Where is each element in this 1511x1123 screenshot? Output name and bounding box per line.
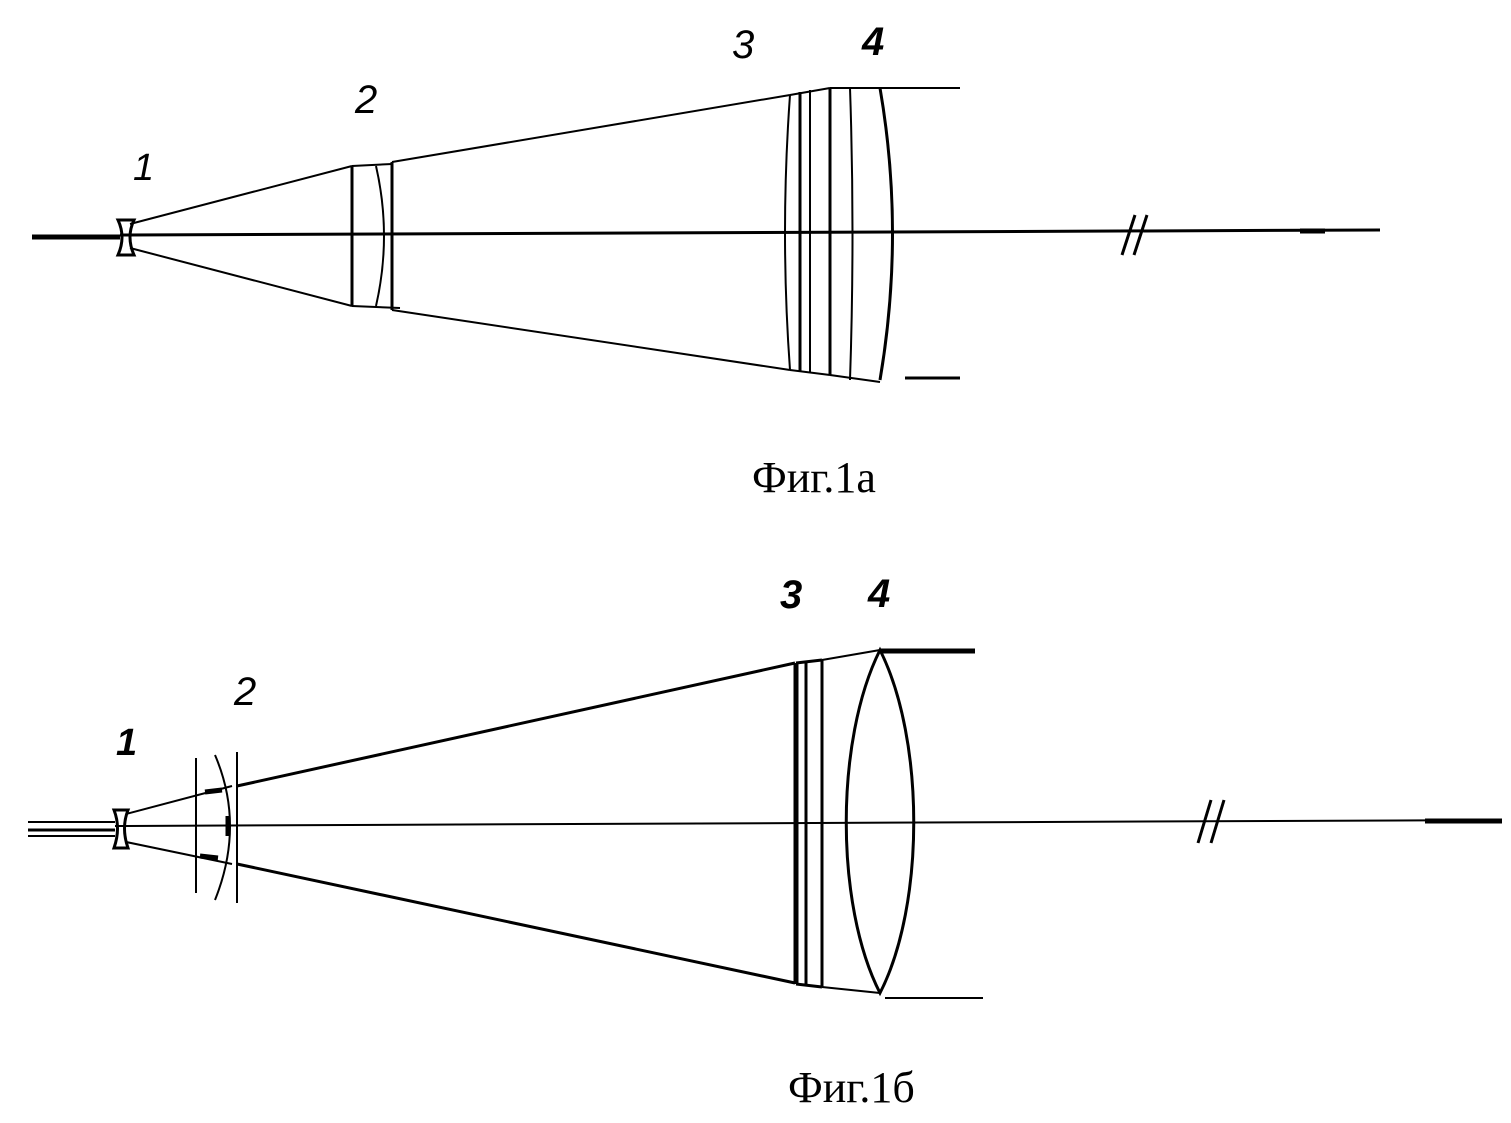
ray-bottom-1b-a — [126, 842, 232, 864]
axis-break-1a-b — [1134, 215, 1147, 255]
lens-2-plate-top-1a — [352, 164, 392, 166]
label-element-3-1b: 3 — [780, 573, 802, 617]
lens-4-left-1a — [850, 88, 853, 380]
label-element-4-1b: 4 — [867, 572, 890, 616]
ray-bottom-1a-a — [130, 248, 352, 306]
ray-top-1a-b — [392, 95, 790, 162]
lens-1-1b — [114, 810, 128, 848]
ray-top-1a-a — [130, 166, 352, 224]
lens-4-1b — [846, 650, 914, 993]
exit-ray-bottom-1b-a — [822, 987, 880, 993]
axis-break-1a-a — [1122, 215, 1135, 255]
caption-1b: Фиг.1б — [788, 1063, 915, 1112]
lens-3-top-1b — [796, 660, 822, 663]
lens-4-1a — [880, 88, 893, 380]
ray-top-1b-b — [237, 663, 795, 786]
caption-1a: Фиг.1а — [752, 453, 876, 502]
figure-1a: 1 2 3 4 Фиг.1а — [32, 20, 1380, 502]
lens-1-1a — [118, 220, 134, 255]
label-element-3-1a: 3 — [732, 23, 754, 67]
figure-1b: 1 2 3 4 Фиг.1б — [28, 572, 1502, 1112]
label-element-1-1b: 1 — [116, 722, 137, 764]
label-element-4-1a: 4 — [861, 20, 884, 64]
lens-2-mark-top-1b — [205, 790, 222, 792]
optical-axis-1a — [120, 230, 1380, 235]
label-element-2-1b: 2 — [233, 670, 256, 714]
ray-bottom-1b-b — [237, 864, 795, 983]
lens-2-curve-1a — [376, 166, 384, 306]
lens-3-bottom-1b — [796, 984, 822, 987]
label-element-1-1a: 1 — [133, 147, 154, 189]
ray-bottom-1a-b — [392, 310, 790, 370]
lens-2-mark-bottom-1b — [200, 856, 218, 858]
exit-ray-top-1b-a — [822, 650, 880, 660]
exit-ray-bottom-1a-a — [830, 375, 880, 382]
label-element-2-1a: 2 — [354, 78, 377, 122]
